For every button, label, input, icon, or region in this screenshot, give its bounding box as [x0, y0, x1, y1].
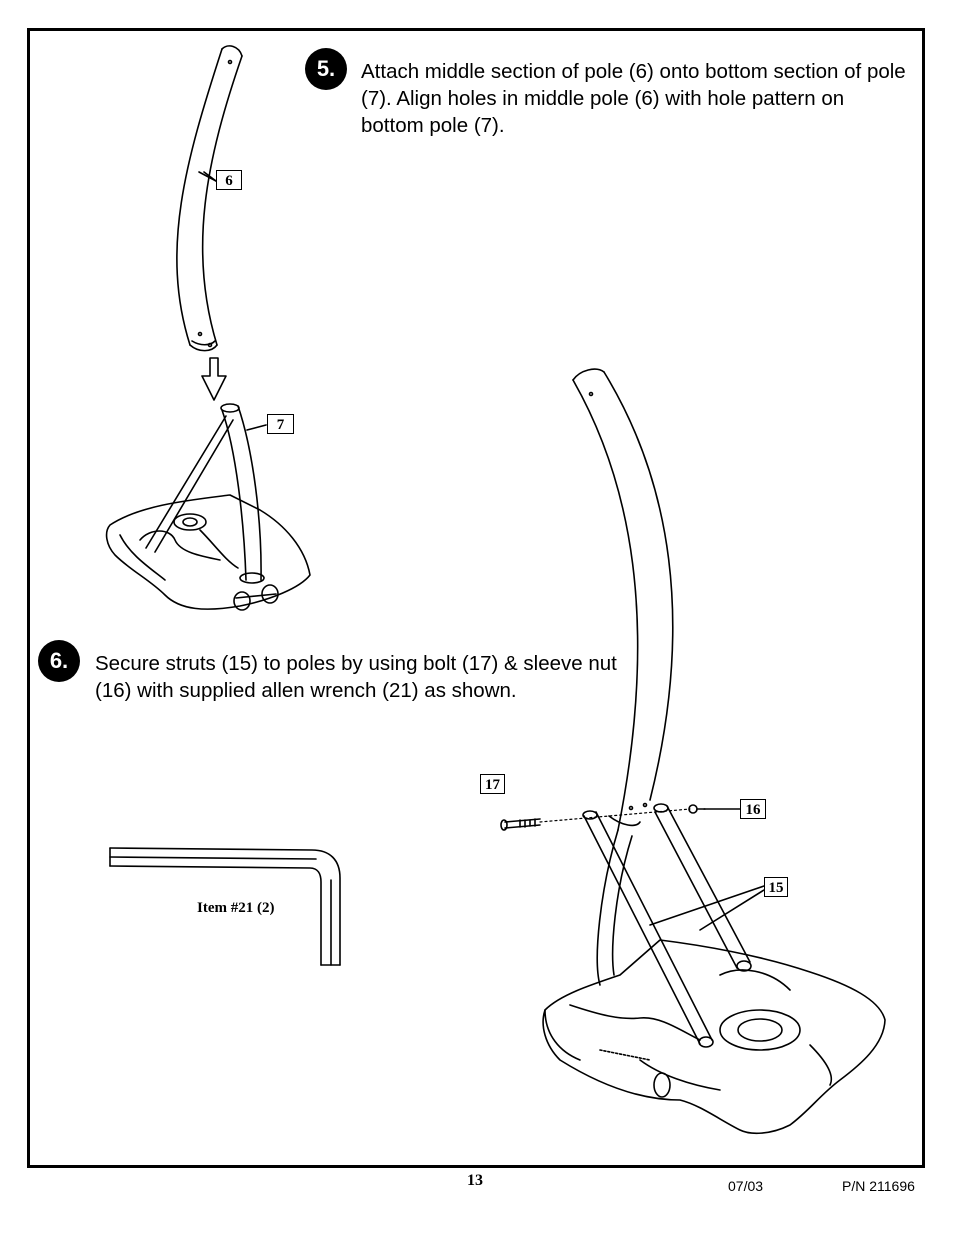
step-6-instructions: Secure struts (15) to poles by using bol…	[95, 652, 617, 702]
callout-part-7: 7	[267, 414, 294, 434]
assembled-stand-drawing	[500, 368, 886, 1135]
callout-part-16: 16	[740, 799, 766, 819]
callout-part-17: 17	[480, 774, 505, 794]
middle-pole-6-drawing	[176, 45, 243, 352]
step-5-instructions: Attach middle section of pole (6) onto b…	[361, 60, 906, 137]
wrench-item-label: Item #21 (2)	[197, 900, 275, 916]
page-border	[27, 28, 925, 1168]
step-5-badge: 5.	[305, 48, 347, 90]
bottom-pole-7-drawing	[105, 403, 311, 611]
callout-part-15: 15	[764, 877, 788, 897]
callout-part-6: 6	[216, 170, 242, 190]
part-number: P/N 211696	[842, 1178, 915, 1194]
page-number: 13	[467, 1172, 483, 1189]
revision-date: 07/03	[728, 1178, 764, 1194]
allen-wrench-drawing	[109, 847, 341, 966]
down-arrow-icon	[201, 357, 227, 401]
step-6-badge: 6.	[38, 640, 80, 682]
